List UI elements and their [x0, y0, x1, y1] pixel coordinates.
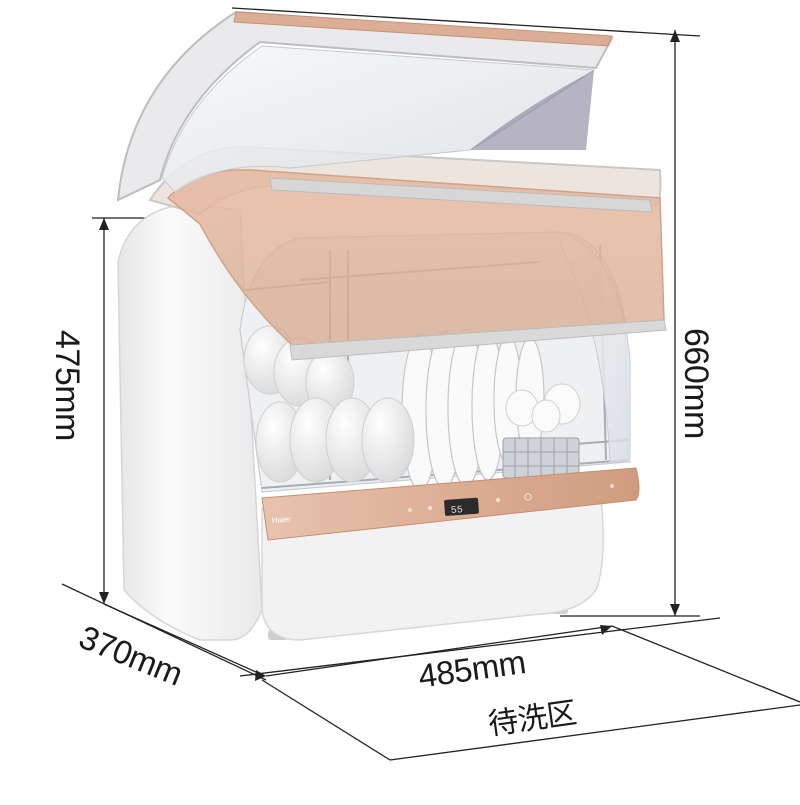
bowls	[243, 325, 415, 483]
dimension-lines	[61, 7, 800, 761]
side-indicator	[610, 484, 614, 488]
side-panel	[117, 203, 263, 641]
height-total-label: 660mm	[677, 328, 715, 439]
top-lid-frame	[116, 10, 614, 202]
power-button[interactable]	[524, 493, 532, 501]
display-screen	[444, 497, 479, 516]
control-buttons	[407, 484, 614, 513]
display-reading: 55	[451, 505, 464, 517]
program-button[interactable]	[407, 507, 413, 513]
brand-logo: Haier	[272, 515, 292, 525]
top-lid-reflection	[470, 70, 594, 150]
mode-button[interactable]	[427, 505, 433, 511]
top-lid-handle[interactable]	[269, 177, 653, 213]
dimension-arrows	[99, 30, 680, 681]
dishwasher-body: Haier 55	[116, 10, 667, 641]
start-button[interactable]	[495, 497, 501, 503]
cutlery-basket	[502, 383, 581, 479]
front-lid-handle[interactable]	[289, 319, 667, 361]
top-lid-trim	[233, 11, 613, 47]
height-body-label: 475mm	[48, 330, 86, 441]
